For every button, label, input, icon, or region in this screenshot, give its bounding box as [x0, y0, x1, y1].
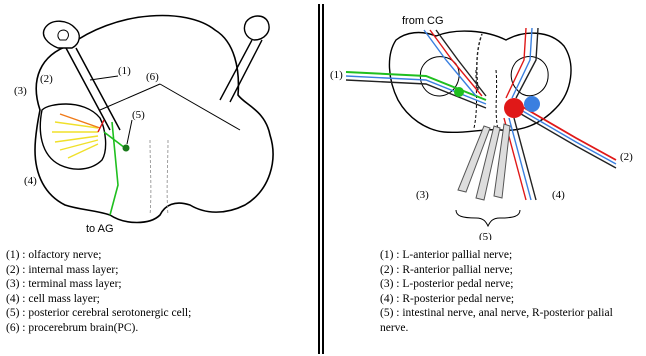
right-legend-item: (3) : L-posterior pedal nerve; [380, 277, 642, 292]
left-panel: (1) (2) (3) (4) (5) (6) to AG (1) : olfa… [0, 0, 318, 356]
left-brain-diagram: (1) (2) (3) (4) (5) (6) to AG [0, 0, 318, 240]
ganglia-outline [389, 31, 571, 132]
right-nerves [346, 28, 616, 200]
right-label-3: (3) [416, 189, 429, 201]
right-label-5: (5) [479, 231, 492, 240]
left-legend-item: (2) : internal mass layer; [6, 263, 311, 278]
red-cell [504, 98, 524, 118]
left-legend: (1) : olfactory nerve; (2) : internal ma… [6, 248, 311, 336]
right-legend-item: (1) : L-anterior pallial nerve; [380, 248, 642, 263]
left-legend-item: (5) : posterior cerebral serotonergic ce… [6, 306, 311, 321]
left-legend-item: (1) : olfactory nerve; [6, 248, 311, 263]
green-cell [454, 87, 464, 97]
left-label-3: (3) [14, 85, 27, 97]
n5-pointer [127, 120, 132, 144]
right-ganglia-diagram: from CG (1) (2) (3) (4) (5) [326, 0, 646, 240]
right-label-2: (2) [620, 151, 633, 163]
commissure [150, 140, 168, 215]
left-label-2: (2) [40, 73, 53, 85]
left-label-1: (1) [118, 65, 131, 77]
right-tentacle-lobe [244, 16, 269, 40]
left-label-bottom: to AG [86, 223, 114, 235]
n1-pointer [90, 76, 118, 80]
left-label-5: (5) [132, 109, 145, 121]
left-legend-item: (3) : terminal mass layer; [6, 277, 311, 292]
serotonergic-cell [123, 145, 130, 152]
right-legend: (1) : L-anterior pallial nerve; (2) : R-… [380, 248, 642, 336]
left-legend-item: (4) : cell mass layer; [6, 292, 311, 307]
right-label-top: from CG [402, 15, 444, 27]
right-label-4: (4) [552, 189, 565, 201]
panel-divider-left [318, 4, 320, 354]
left-tentacle-lobe [43, 21, 79, 48]
right-legend-item: (5) : intestinal nerve, anal nerve, R-po… [380, 306, 642, 335]
blue-cell [524, 96, 540, 112]
right-label-1: (1) [330, 69, 343, 81]
right-panel: from CG (1) (2) (3) (4) (5) (1) : L-ante… [326, 0, 646, 356]
panel-divider-right [322, 4, 324, 354]
left-label-6: (6) [146, 71, 159, 83]
left-legend-item: (6) : procerebrum brain(PC). [6, 321, 311, 336]
pc-pointer [100, 84, 240, 130]
left-label-4: (4) [24, 175, 37, 187]
right-legend-item: (2) : R-anterior pallial nerve; [380, 263, 642, 278]
bracket-5 [456, 210, 520, 226]
right-legend-item: (4) : R-posterior pedal nerve; [380, 292, 642, 307]
right-tentacle-stalk [220, 40, 262, 102]
